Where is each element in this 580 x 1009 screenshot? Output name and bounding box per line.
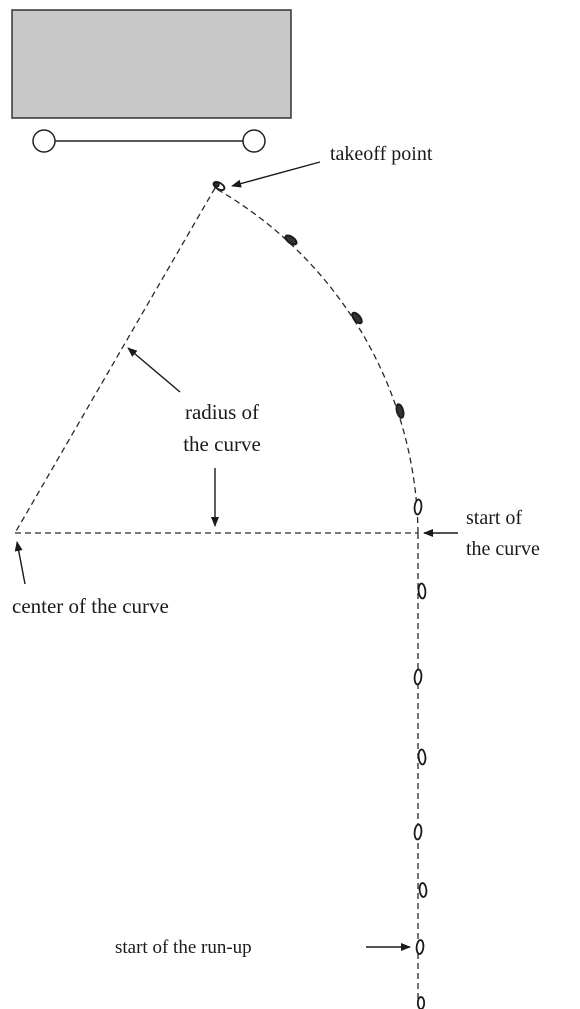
footprint-icon xyxy=(413,823,423,841)
footprint-icon xyxy=(284,234,298,246)
arrows xyxy=(14,161,458,951)
approach-path xyxy=(14,187,419,1000)
footprint-icon xyxy=(417,582,427,600)
start-of-runup-label: start of the run-up xyxy=(115,937,252,958)
high-jump-bar-icon xyxy=(11,9,292,153)
landing-mat xyxy=(11,9,292,119)
footprint-icon xyxy=(415,939,425,955)
takeoff-point-label: takeoff point xyxy=(330,143,433,165)
footprint-icon xyxy=(413,498,423,516)
start-curve-label-line1: start of xyxy=(466,507,522,529)
footprint-icon xyxy=(416,996,426,1009)
footprint-icon xyxy=(212,181,226,191)
radius-label-line2: the curve xyxy=(183,432,261,456)
footprints xyxy=(212,181,428,1009)
center-arrow-icon xyxy=(14,541,26,585)
footprint-icon xyxy=(417,748,427,766)
left-standard xyxy=(32,129,56,153)
footprint-icon xyxy=(413,668,423,686)
right-standard xyxy=(242,129,266,153)
radius-line xyxy=(14,187,216,534)
takeoff-arrow-icon xyxy=(231,161,321,188)
center-of-curve-label: center of the curve xyxy=(12,594,169,618)
start-curve-label-line2: the curve xyxy=(466,538,540,560)
footprint-icon xyxy=(418,882,428,898)
curve-path xyxy=(214,187,419,534)
footprint-icon xyxy=(351,311,363,325)
footprint-icon xyxy=(395,403,405,419)
radius-arrow-icon xyxy=(127,347,181,393)
radius-label-line1: radius of xyxy=(185,400,259,424)
